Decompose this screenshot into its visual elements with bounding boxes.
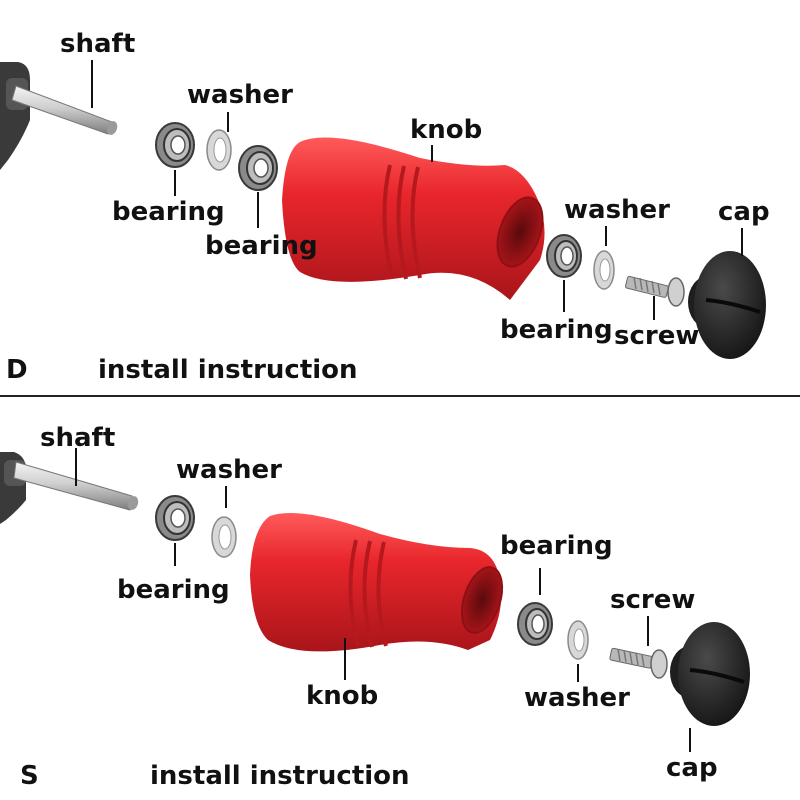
- label-cap: cap: [718, 197, 770, 227]
- screw-part: [609, 647, 668, 679]
- label-cap: cap: [666, 753, 718, 783]
- label-bearing: bearing: [112, 197, 225, 227]
- bearing-part-2: [238, 145, 278, 191]
- knob-part: [250, 512, 504, 652]
- label-shaft: shaft: [40, 423, 115, 453]
- screw-part: [625, 275, 685, 307]
- cap-part: [688, 251, 766, 359]
- label-screw: screw: [614, 321, 699, 351]
- bearing-part-1: [155, 122, 195, 168]
- washer-part-1: [206, 129, 232, 171]
- label-bearing: bearing: [205, 231, 318, 261]
- bearing-part-2: [517, 602, 553, 646]
- crank-arm: [0, 62, 30, 170]
- label-shaft: shaft: [60, 29, 135, 59]
- washer-part-2: [593, 250, 615, 290]
- washer-part-2: [567, 620, 589, 660]
- panel-s: shaft washer bearing knob bearing washer…: [0, 423, 750, 791]
- washer-part-1: [211, 516, 237, 558]
- label-washer: washer: [564, 195, 670, 225]
- shaft-part: [11, 85, 118, 135]
- knob-part: [282, 137, 545, 300]
- label-knob: knob: [306, 681, 378, 711]
- label-bearing: bearing: [500, 531, 613, 561]
- panel-title-s: install instruction: [150, 761, 410, 791]
- panel-d: shaft washer bearing bearing knob washer…: [0, 29, 770, 385]
- panel-letter-d: D: [6, 355, 28, 385]
- panel-letter-s: S: [20, 761, 39, 791]
- bearing-part-3: [546, 234, 582, 278]
- cap-part: [670, 622, 750, 726]
- shaft-part: [13, 461, 139, 511]
- crank-arm: [0, 452, 26, 524]
- label-bearing: bearing: [500, 315, 613, 345]
- label-bearing: bearing: [117, 575, 230, 605]
- bearing-part-1: [155, 495, 195, 541]
- panel-title-d: install instruction: [98, 355, 358, 385]
- label-washer: washer: [187, 80, 293, 110]
- label-washer: washer: [176, 455, 282, 485]
- label-screw: screw: [610, 585, 695, 615]
- label-knob: knob: [410, 115, 482, 145]
- label-washer: washer: [524, 683, 630, 713]
